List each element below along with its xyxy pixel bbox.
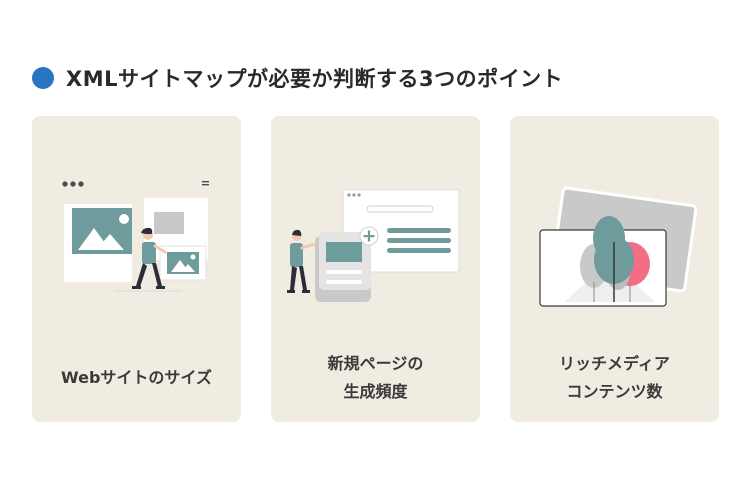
rich-media-illustration-icon bbox=[539, 186, 698, 307]
card-label: 新規ページの 生成頻度 bbox=[271, 350, 480, 406]
point-card-site-size: Webサイトのサイズ bbox=[32, 116, 241, 422]
card-label: Webサイトのサイズ bbox=[32, 364, 241, 392]
card-label: リッチメディア コンテンツ数 bbox=[510, 350, 719, 406]
section-heading: XMLサイトマップが必要か判断する3つのポイント bbox=[32, 62, 563, 94]
new-page-illustration-icon bbox=[287, 189, 460, 302]
point-card-rich-media: リッチメディア コンテンツ数 bbox=[510, 116, 719, 422]
card-label-line: リッチメディア bbox=[559, 354, 670, 373]
website-size-illustration-icon bbox=[62, 181, 209, 292]
card-label-line: コンテンツ数 bbox=[566, 382, 663, 401]
point-card-new-page-frequency: 新規ページの 生成頻度 bbox=[271, 116, 480, 422]
card-label-line: Webサイトのサイズ bbox=[61, 368, 212, 387]
section-title: XMLサイトマップが必要か判断する3つのポイント bbox=[66, 67, 564, 91]
card-label-line: 生成頻度 bbox=[343, 382, 408, 401]
bullet-dot-icon bbox=[32, 67, 54, 89]
card-label-line: 新規ページの bbox=[327, 354, 424, 373]
